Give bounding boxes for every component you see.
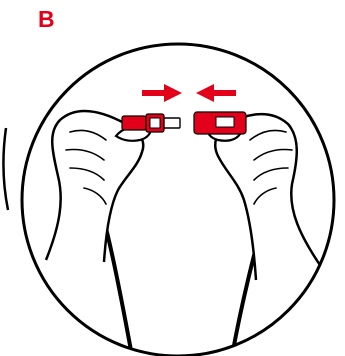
left-connector-sleeve [150, 118, 160, 128]
right-connector-window [216, 117, 234, 127]
adjacent-panel-edge [3, 128, 8, 210]
arrow-left-icon [196, 84, 236, 102]
left-connector-body [122, 116, 146, 130]
left-connector-pin [164, 118, 180, 128]
arrow-right-icon [142, 84, 182, 102]
